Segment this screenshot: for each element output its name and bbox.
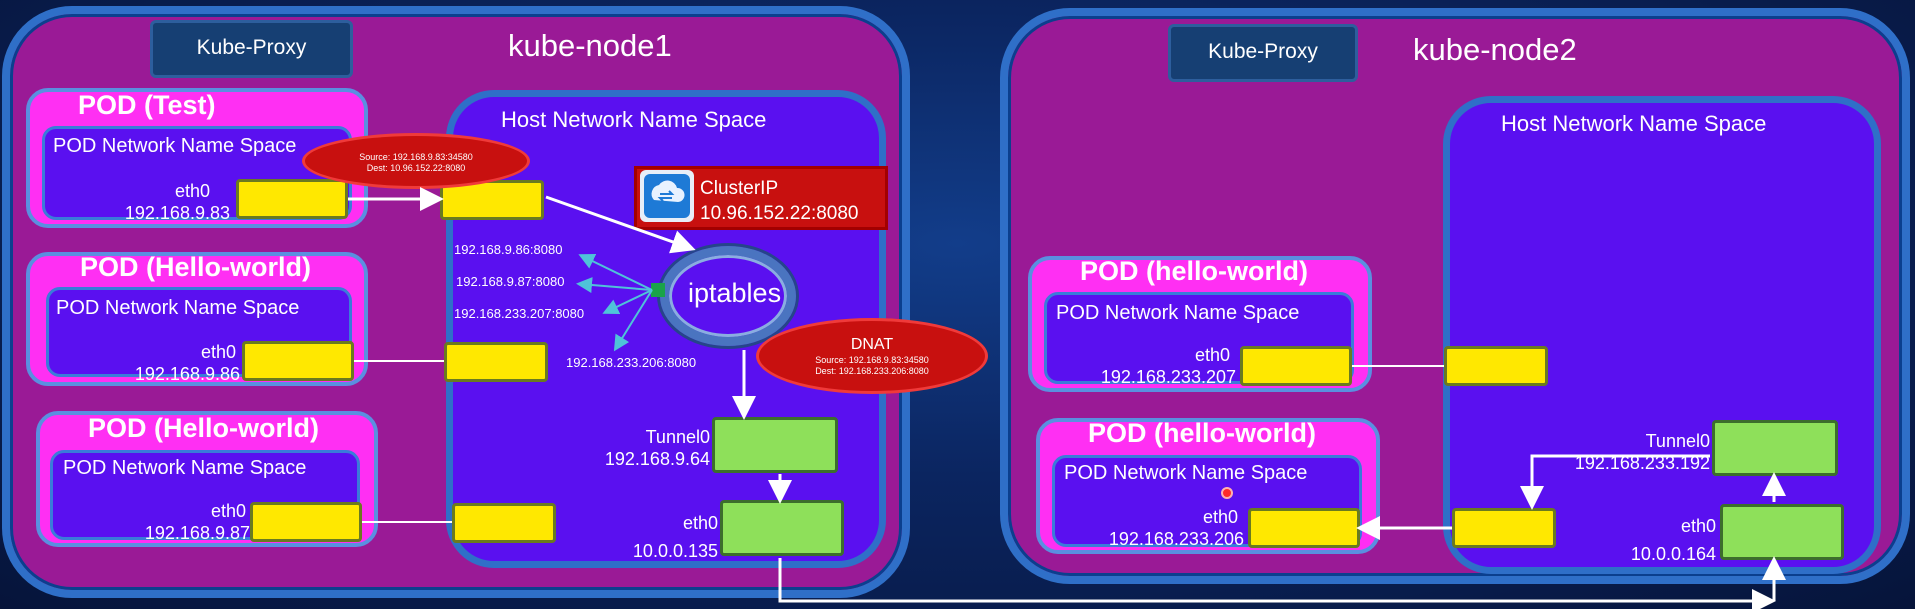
node2-title: kube-node2 <box>1413 32 1577 67</box>
pod-hello-world-206-veth[interactable] <box>1248 508 1360 548</box>
pod-hello-world-207-title: POD (hello-world) <box>1080 256 1308 286</box>
clusterip-value: 10.96.152.22:8080 <box>700 203 859 224</box>
node1-title: kube-node1 <box>508 28 672 63</box>
pod-test-veth[interactable] <box>236 179 348 219</box>
pod-hello-world-207-veth[interactable] <box>1240 346 1352 386</box>
packet-info-callout: Source: 192.168.9.83:34580 Dest: 10.96.1… <box>302 133 530 189</box>
clusterip-icon <box>640 170 694 222</box>
node2-host-namespace-title: Host Network Name Space <box>1501 111 1767 136</box>
target-1: 192.168.9.86:8080 <box>454 242 563 257</box>
pod-hello-world-1-namespace-title: POD Network Name Space <box>56 297 300 319</box>
host-veth-hello-1[interactable] <box>444 342 548 382</box>
target-3: 192.168.233.207:8080 <box>454 306 585 321</box>
iptables-label: iptables <box>688 278 782 308</box>
iptables-dispatch-node <box>651 283 665 297</box>
kube-proxy-node1: Kube-Proxy <box>150 20 353 78</box>
node2-eth0[interactable] <box>1720 504 1844 560</box>
pod-hello-world-2-namespace-title: POD Network Name Space <box>63 457 307 479</box>
pod-test-title: POD (Test) <box>78 90 216 120</box>
pod-hello-world-1-title: POD (Hello-world) <box>80 252 311 282</box>
pod-hello-world-1-veth[interactable] <box>242 341 354 381</box>
cursor-dot-icon <box>1221 487 1233 499</box>
node1-eth0[interactable] <box>720 500 844 556</box>
pod-hello-world-206-title: POD (hello-world) <box>1088 418 1316 448</box>
node2-tunnel0[interactable] <box>1712 420 1838 476</box>
node2-host-namespace <box>1443 96 1881 574</box>
pod-hello-world-206-namespace-title: POD Network Name Space <box>1064 462 1308 484</box>
node1-host-namespace-title: Host Network Name Space <box>501 107 767 132</box>
host-veth-206[interactable] <box>1452 508 1556 548</box>
clusterip-label: ClusterIP <box>700 178 779 199</box>
node1-tunnel0[interactable] <box>712 417 838 473</box>
dnat-callout: DNAT Source: 192.168.9.83:34580 Dest: 19… <box>756 318 988 394</box>
host-veth-207[interactable] <box>1444 346 1548 386</box>
target-2: 192.168.9.87:8080 <box>456 274 565 289</box>
pod-hello-world-207-namespace-title: POD Network Name Space <box>1056 302 1300 324</box>
pod-hello-world-2-title: POD (Hello-world) <box>88 413 319 443</box>
pod-hello-world-2-veth[interactable] <box>250 502 362 542</box>
target-4: 192.168.233.206:8080 <box>566 355 697 370</box>
pod-test-namespace-title: POD Network Name Space <box>53 135 297 157</box>
kube-proxy-node2: Kube-Proxy <box>1168 24 1358 82</box>
host-veth-hello-2[interactable] <box>452 503 556 543</box>
